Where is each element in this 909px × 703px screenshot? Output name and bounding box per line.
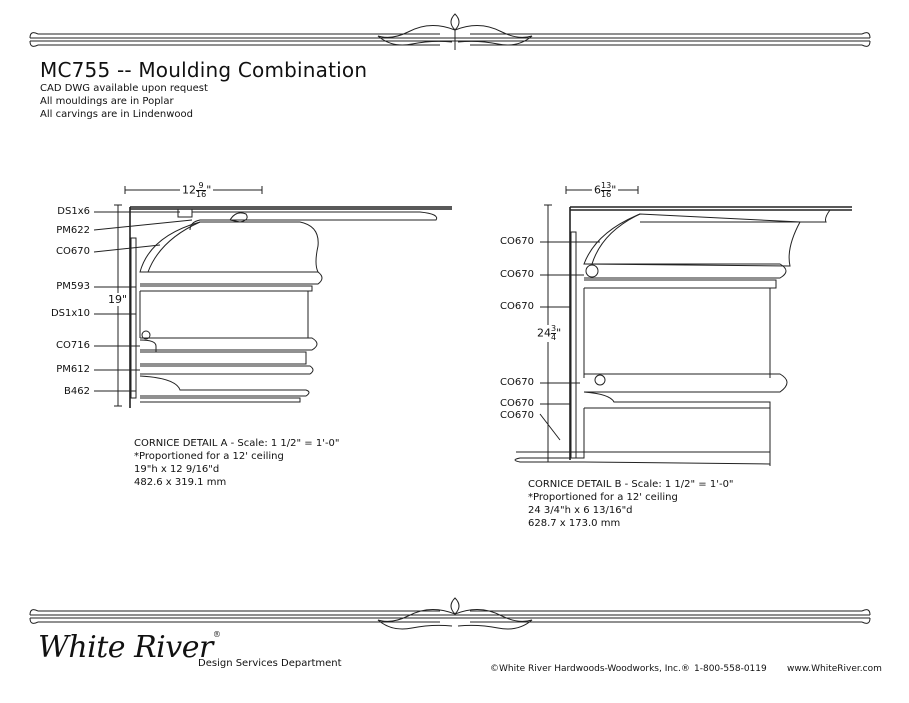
bottom-ornament-rail [29, 609, 871, 624]
caption-b-title: CORNICE DETAIL B - Scale: 1 1/2" = 1'-0" [528, 479, 734, 490]
label-a-co670: CO670 [56, 246, 90, 257]
label-b-co670-3: CO670 [500, 301, 534, 312]
department-label: Design Services Department [198, 658, 342, 669]
label-b-co670-4: CO670 [500, 377, 534, 388]
caption-b-ceiling: *Proportioned for a 12' ceiling [528, 492, 678, 503]
label-a-pm612: PM612 [56, 364, 90, 375]
website-link[interactable]: www.WhiteRiver.com [787, 664, 882, 674]
label-a-pm622: PM622 [56, 225, 90, 236]
label-b-co670-1: CO670 [500, 236, 534, 247]
page-title: MC755 -- Moulding Combination [40, 58, 368, 82]
caption-a-metric: 482.6 x 319.1 mm [134, 477, 227, 488]
label-a-b462: B462 [64, 386, 90, 397]
caption-a-title: CORNICE DETAIL A - Scale: 1 1/2" = 1'-0" [134, 438, 340, 449]
phone-number: 1-800-558-0119 [694, 664, 767, 674]
copyright-text: ©White River Hardwoods-Woodworks, Inc.® [490, 664, 690, 674]
label-a-ds1x10: DS1x10 [50, 308, 90, 319]
white-river-logo: White River® [38, 630, 221, 665]
label-b-co670-6: CO670 [500, 410, 534, 421]
top-ornament-scroll [377, 13, 533, 50]
detail-a-drawing [93, 186, 452, 408]
caption-b-size: 24 3/4"h x 6 13/16"d [528, 505, 633, 516]
note-poplar: All mouldings are in Poplar [40, 96, 174, 107]
top-ornament-rail [29, 32, 871, 47]
label-a-ds1x6: DS1x6 [57, 206, 90, 217]
label-b-co670-2: CO670 [500, 269, 534, 280]
label-b-co670-5: CO670 [500, 398, 534, 409]
bottom-ornament-scroll [377, 597, 533, 630]
caption-a-size: 19"h x 12 9/16"d [134, 464, 220, 475]
detail-b-drawing [514, 186, 852, 466]
caption-a-ceiling: *Proportioned for a 12' ceiling [134, 451, 284, 462]
caption-b-metric: 628.7 x 173.0 mm [528, 518, 621, 529]
note-cad: CAD DWG available upon request [40, 83, 208, 94]
note-lindenwood: All carvings are in Lindenwood [40, 109, 194, 120]
dim-a-height: 19" [108, 293, 128, 306]
label-a-co716: CO716 [56, 340, 90, 351]
label-a-pm593: PM593 [56, 281, 90, 292]
